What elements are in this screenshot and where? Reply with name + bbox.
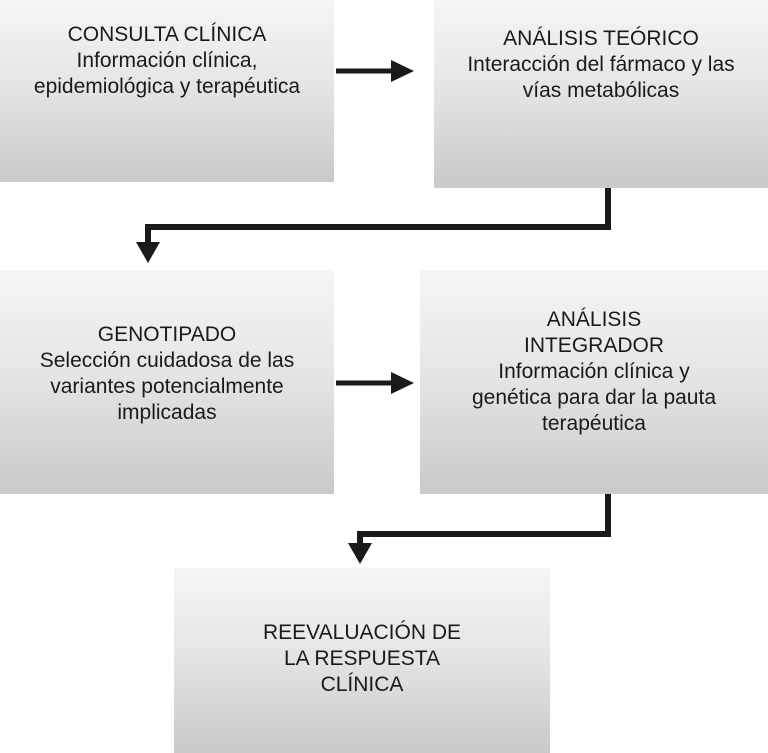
box-analisis-teorico: ANÁLISIS TEÓRICO Interacción del fármaco… (434, 0, 768, 188)
box-reevaluacion: REEVALUACIÓN DE LA RESPUESTA CLÍNICA (174, 568, 550, 753)
box-text-line: epidemiológica y terapéutica (33, 75, 301, 98)
arrow-analisis-to-genotipado (136, 188, 611, 263)
arrow-consulta-to-analisis (336, 60, 414, 82)
box-text-line: vías metabólicas (522, 79, 680, 102)
box-text-line: variantes potencialmente (50, 375, 284, 398)
box-title-line: INTEGRADOR (523, 334, 664, 357)
box-title-line: CLÍNICA (320, 673, 404, 696)
arrow-integrador-to-reevaluacion (348, 494, 611, 564)
box-text-line: Información clínica, (76, 49, 258, 72)
box-title-line: REEVALUACIÓN DE (263, 621, 461, 644)
box-title: GENOTIPADO (97, 323, 237, 346)
box-title-line: LA RESPUESTA (283, 647, 440, 670)
arrow-genotipado-to-integrador (336, 372, 414, 394)
box-text-line: Información clínica y (498, 360, 690, 383)
box-title-line: ANÁLISIS (546, 308, 642, 331)
box-consulta-clinica: CONSULTA CLÍNICA Información clínica, ep… (0, 0, 334, 182)
box-text-line: genética para dar la pauta (471, 386, 716, 409)
box-text-line: terapéutica (542, 412, 646, 435)
box-title: ANÁLISIS TEÓRICO (503, 27, 699, 50)
box-text-line: implicadas (117, 401, 217, 424)
box-genotipado: GENOTIPADO Selección cuidadosa de las va… (0, 270, 334, 494)
box-text-line: Selección cuidadosa de las (39, 349, 295, 372)
box-analisis-integrador: ANÁLISIS INTEGRADOR Información clínica … (420, 270, 768, 494)
box-title: CONSULTA CLÍNICA (67, 23, 267, 46)
box-text-line: Interacción del fármaco y las (467, 53, 735, 76)
